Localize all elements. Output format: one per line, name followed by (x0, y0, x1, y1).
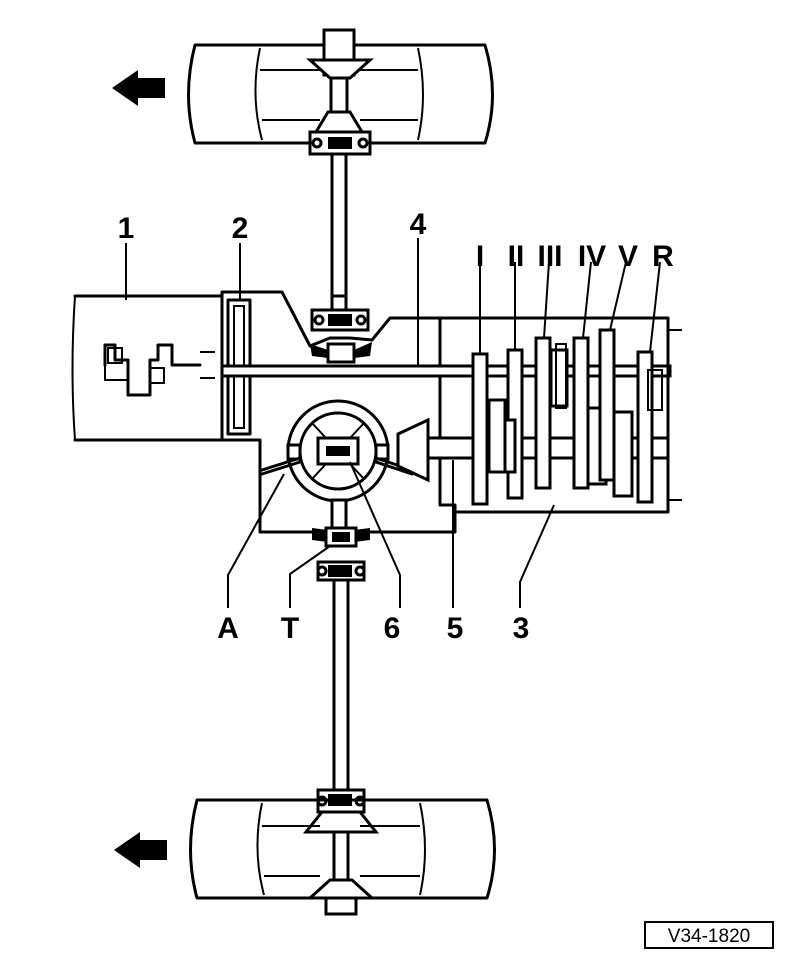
label-t: T (281, 612, 299, 645)
arrow-forward-bottom-icon (114, 832, 167, 868)
callout-labels: 1 2 4 I II III IV V R A T 6 5 3 (118, 208, 675, 645)
label-gear-4: IV (578, 240, 606, 273)
gear-set (471, 328, 663, 506)
rear-axle-assembly (189, 578, 496, 916)
label-gear-2: II (508, 240, 525, 273)
gearbox-housing (438, 316, 682, 514)
label-engine: 1 (118, 212, 135, 245)
front-bearing (310, 294, 372, 364)
input-shaft (220, 364, 672, 378)
label-gear-1: I (476, 240, 484, 273)
engine-block (71, 294, 224, 442)
label-gearbox: 3 (513, 612, 530, 645)
label-gear-5: V (618, 240, 638, 273)
label-a: A (217, 612, 239, 645)
label-pinion-shaft: 5 (447, 612, 464, 645)
label-gear-r: R (652, 240, 674, 273)
label-gear-3: III (537, 240, 562, 273)
rear-bearing (312, 526, 370, 582)
label-input-shaft: 4 (410, 208, 427, 241)
differential-unit (260, 399, 414, 532)
label-differential: 6 (384, 612, 401, 645)
leader-lines (125, 238, 661, 608)
arrow-forward-top-icon (112, 70, 165, 106)
reference-code: V34-1820 (668, 926, 750, 947)
label-clutch: 2 (232, 212, 249, 245)
reference-tag: V34-1820 (644, 921, 774, 949)
front-axle-assembly (187, 28, 494, 302)
